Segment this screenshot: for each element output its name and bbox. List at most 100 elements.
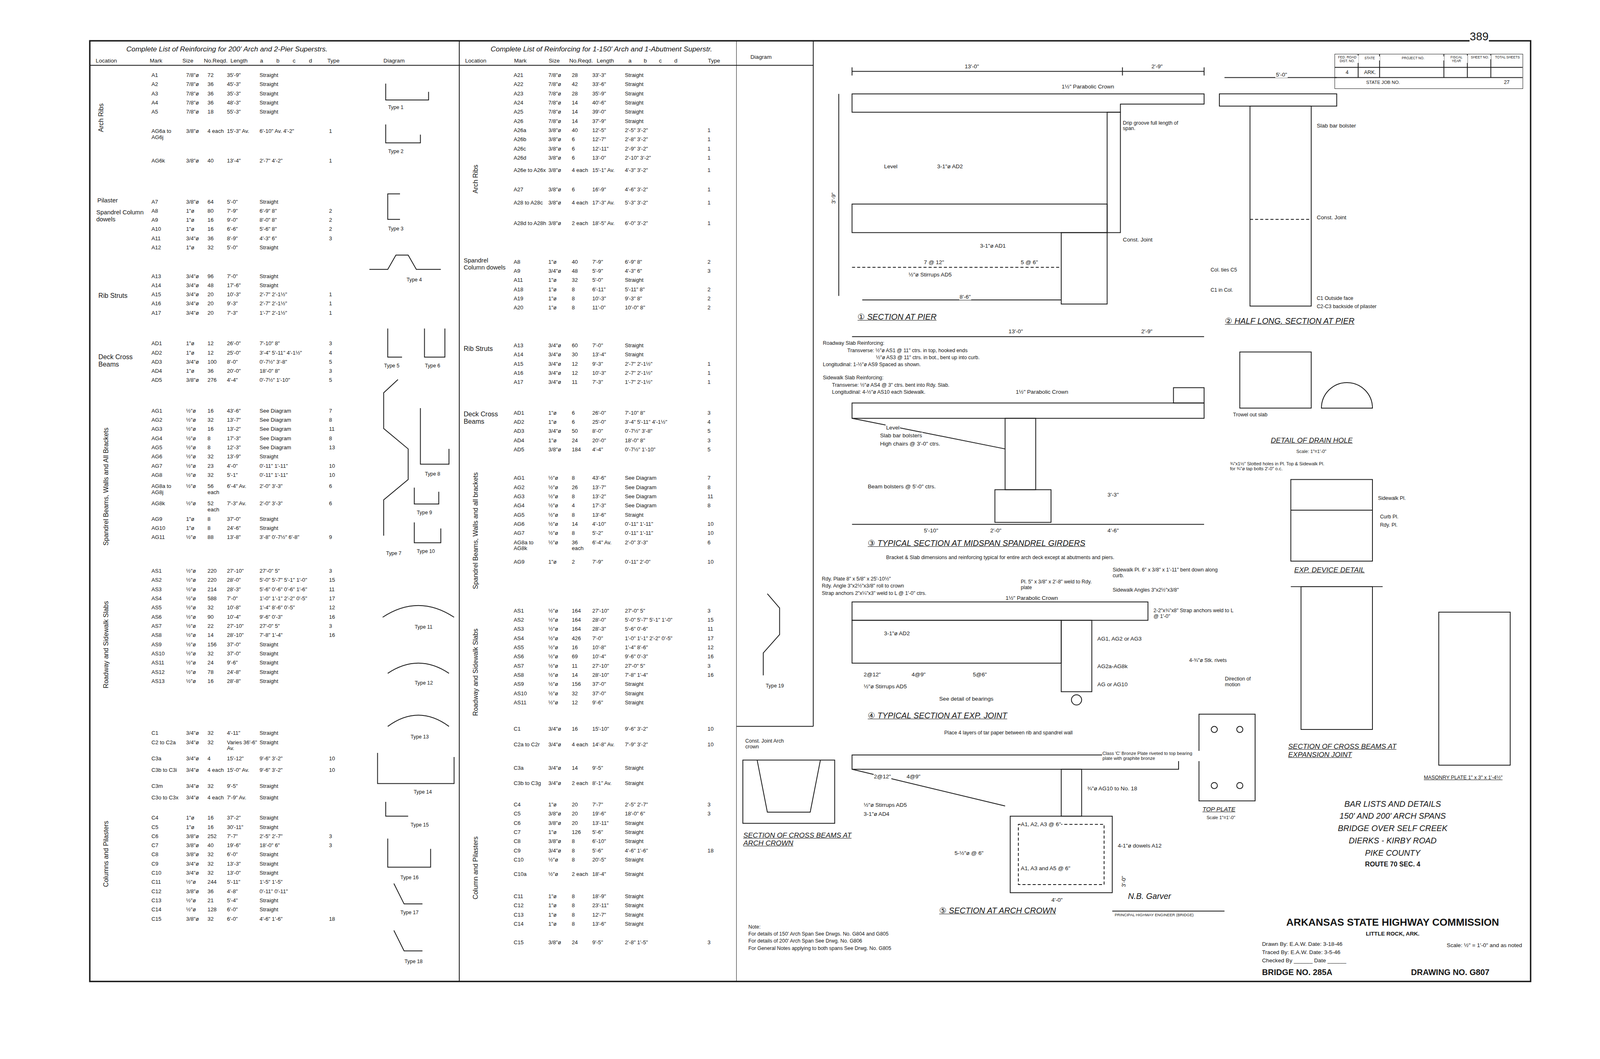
table-cell: 9'-3" [226,300,258,307]
table-cell: 1'-7" 2'-1½" [259,310,328,317]
drawing-label: EXP. DEVICE DETAIL [1293,566,1366,575]
table-cell: ½"ø [185,623,206,630]
drawing-line [1061,769,1082,817]
table-cell: 1'-0" 1'-1" 2'-2" 0'-5" [259,595,328,603]
drawing-line [1122,67,1124,76]
table-cell: 1"ø [185,824,206,831]
table-cell: 20 [206,310,226,317]
table-cell: 20'-5" [591,857,624,864]
table-cell: 16 [206,408,226,415]
drawing-label: Sidewalk Angles 3"x2½"x3/8" [1112,587,1180,594]
title-text: Checked By ______ Date ______ [1261,957,1347,964]
drawing-label: ½"ø Stirrups AD5 [863,683,908,690]
drawing-line [393,930,423,952]
drawing-line [1290,509,1373,511]
table-cell: 19'-6" [591,811,624,818]
drawing-label: Rib Struts [97,291,148,300]
table-cell: 13'-2" [591,493,624,500]
drawing-label: Column and Pilasters [471,836,480,900]
table-cell: 32 [571,690,591,698]
table-cell: AD4 [513,437,547,445]
drawing-label: Sidewalk Pl. 6" x 3/8" x 1'-11" bent dow… [1112,567,1226,580]
table-cell: 33'-3" [591,72,624,79]
table-cell: AG1 [151,408,185,415]
table-cell: 7'-9" [226,208,258,215]
table-cell: 9'-6" 0'-3" [259,614,328,621]
table-cell: AG1 [513,475,547,482]
title-text: ARKANSAS STATE HIGHWAY COMMISSION [1257,916,1528,929]
table-cell: A21 [513,72,547,79]
table-cell: 52 each [206,500,226,513]
table-cell: Straight [624,72,707,79]
table-cell: 14 [571,672,591,679]
drawing-line [1018,824,1105,885]
drawing-label: Scale: 1"=1'-0" [1295,448,1327,454]
drawing-label: ¾"x1½" Slotted holes in Pl. Top & Sidewa… [1229,461,1328,472]
table-cell: AS7 [513,663,547,670]
drawing-line [1173,387,1205,403]
table-cell: Straight [624,109,707,116]
table-cell: 3 [706,268,730,275]
table-cell: See Diagram [259,444,328,452]
drawing-line [1199,714,1256,802]
drawing-line [387,838,431,868]
table-cell: 17 [328,595,351,603]
drawing-label: 2'-0" [989,527,1002,534]
table-cell: 36 [206,81,226,88]
title-box-cell: 4 [1345,69,1349,76]
table-cell: Straight [624,512,707,519]
table-cell: 1"ø [548,802,571,809]
drawing-label: 13'-0" [1008,328,1024,335]
table-cell: AG7 [513,530,547,537]
drawing-line [1250,106,1312,307]
table-cell: 8 [706,502,730,510]
drawing-label: ⑤ SECTION AT ARCH CROWN [938,906,1057,916]
table-header: Location [464,57,487,64]
table-cell: 5 [328,359,351,366]
table-cell: 2'-7" 2'-1½" [259,291,328,298]
table-cell: 4 each [571,200,591,207]
table-cell: A17 [151,310,185,317]
table-cell: 15 [328,577,351,584]
drawing-label: 5 @ 6" [1020,259,1039,266]
table-cell: 5'-0" 5'-7" 5'-1" 1'-0" [259,577,328,584]
table-cell: 9'-6" 3'-2" [259,755,328,763]
table-cell: Straight [259,641,328,649]
table-cell: 2 each [571,780,591,787]
table-cell: Straight [259,81,328,88]
table-cell: C2a to C2r [513,741,547,749]
drawing-label: Rib Struts [463,344,512,353]
drawing-label: For details of 200' Arch Span See Drwg. … [748,938,863,945]
drawing-label: Transverse: ½"ø AS1 @ 11" ctrs. in top, … [846,348,968,354]
table-cell: AS12 [151,669,185,676]
table-cell: 3/4"ø [548,361,571,368]
drawing-label: 3-1"ø AD2 [936,163,963,170]
drawing-line [385,802,409,817]
table-cell: Straight [624,351,707,359]
table-cell: 24 [571,437,591,445]
table-cell: ½"ø [185,595,206,603]
drawing-line [1112,910,1225,912]
table-cell: 3/4"ø [185,730,206,737]
table-cell: Straight [259,851,328,859]
table-cell: 28 [571,72,591,79]
table-cell: 33'-6" [591,81,624,88]
table-cell: 4 [328,350,351,357]
drawing-label: 3'-9" [830,192,837,205]
table-cell: A22 [513,81,547,88]
table-cell: ½"ø [548,512,571,519]
drawing-label: ¾"ø AG10 to No. 18 [1086,785,1138,792]
table-cell: 7'-9" 3'-2" [624,741,707,749]
table-cell: 72 [206,72,226,79]
table-cell: 26'-0" [591,410,624,417]
drawing-line [1334,67,1523,68]
table-cell: C6 [513,820,547,827]
table-cell: 0'-7½" 1'-10" [624,446,707,454]
table-cell: 2 each [571,220,591,227]
table-cell: 17'-3" [226,435,258,442]
table-cell: 5 [706,428,730,435]
drawing-label: Columns and Pilasters [102,820,110,888]
table-cell: See Diagram [624,475,707,482]
table-cell: 10 [328,755,351,763]
table-cell: 5'-11" 8" [624,286,707,294]
